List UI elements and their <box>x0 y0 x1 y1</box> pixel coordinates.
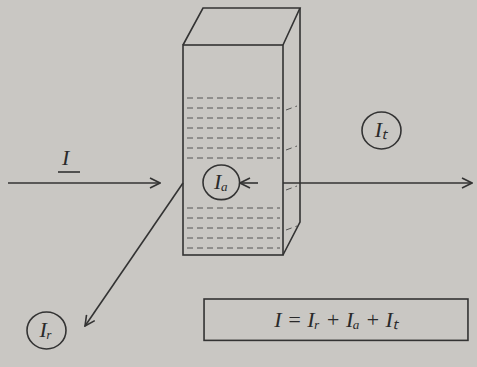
node-text: Iₐ <box>214 170 228 194</box>
tank-side <box>283 8 300 255</box>
node-text: I = Iᵣ + Iₐ + Iₜ <box>274 308 398 332</box>
node-text: Iₜ <box>375 118 387 142</box>
circled-label: Iₐ <box>202 164 241 201</box>
tank-front <box>183 45 283 255</box>
equation-box: I = Iᵣ + Iₐ + Iₜ <box>203 298 469 341</box>
reflected-arrow <box>85 183 183 326</box>
absorbed-arrow <box>240 182 258 184</box>
label-underline <box>58 171 80 173</box>
incident-arrow <box>8 182 160 184</box>
incident-label: I <box>62 146 69 170</box>
circled-label: Iₜ <box>361 111 402 150</box>
circled-label: Iᵣ <box>26 311 67 350</box>
node-text: Iᵣ <box>40 318 53 342</box>
tank-top <box>183 8 300 45</box>
tank-outline <box>183 8 300 255</box>
transmitted-arrow <box>283 182 472 184</box>
liquid-hatching <box>187 98 297 248</box>
